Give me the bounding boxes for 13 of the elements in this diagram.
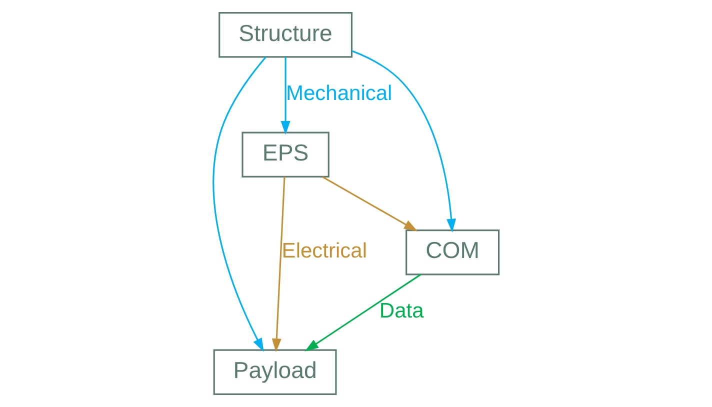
edge-label: Mechanical [286,82,392,106]
arrow [280,56,290,135]
edge-label: Electrical [282,240,368,263]
arrow [352,50,456,233]
node-box: COM [406,230,500,276]
arrow [272,176,286,352]
node-box: EPS [242,132,330,178]
edge-label: Data [379,299,424,322]
arrow [304,274,422,352]
node-box: Payload [213,349,337,395]
node-box: Structure [218,12,353,58]
arrow [212,56,266,352]
arrow [322,176,418,232]
